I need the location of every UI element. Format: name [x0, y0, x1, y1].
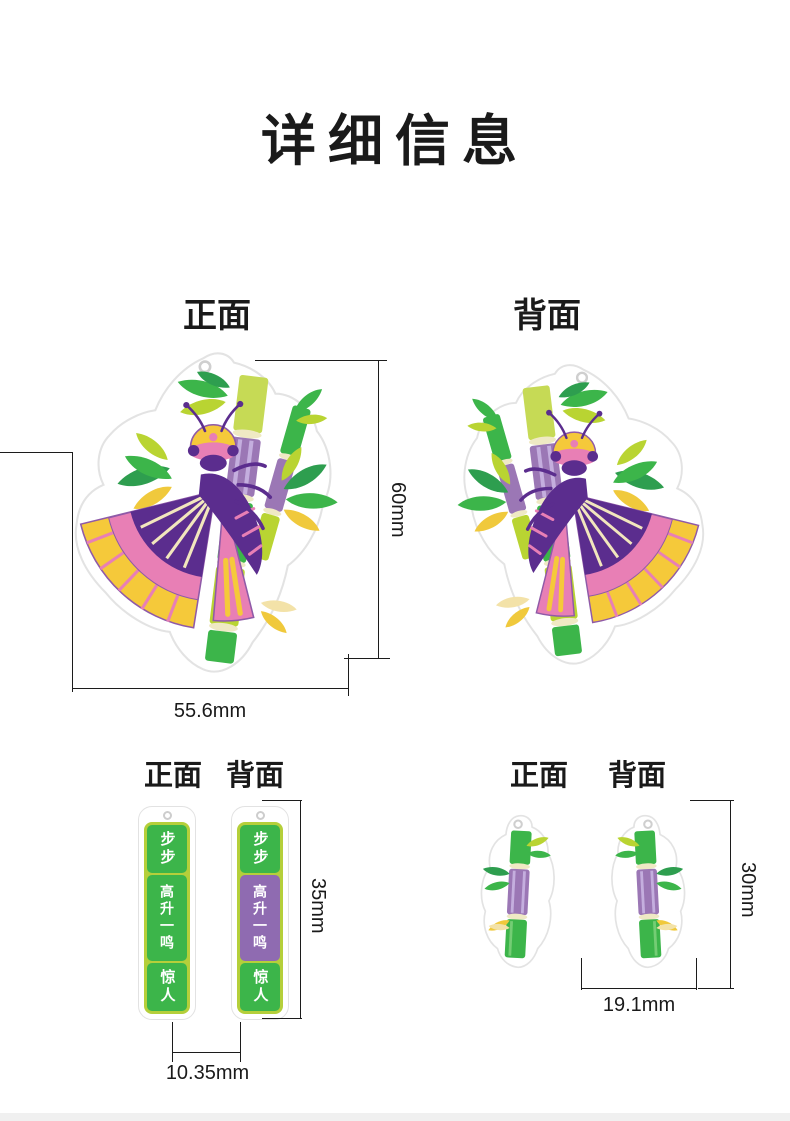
dimension-line [581, 958, 582, 990]
dimension-line [698, 988, 734, 989]
text-tag-back: 步步 高升一鸣 惊人 [231, 806, 289, 1020]
tag-width-dimension-label: 10.35mm [165, 1062, 250, 1084]
dimension-line [344, 658, 390, 659]
dimension-line [348, 654, 349, 696]
dimension-line [172, 1022, 173, 1062]
cicada-charm-back-illustration [446, 360, 718, 681]
page-title: 详细信息 [260, 110, 529, 172]
dimension-line [581, 988, 696, 989]
tag-segment: 惊人 [147, 963, 187, 1011]
hang-hole-icon [162, 811, 172, 820]
dimension-line [72, 452, 73, 692]
section-divider [0, 1113, 790, 1121]
tag-segment: 惊人 [240, 963, 280, 1011]
tag-frame: 步步 高升一鸣 惊人 [237, 822, 283, 1014]
bamboo-height-dimension-label: 30mm [737, 862, 759, 918]
height-dimension-label: 60mm [387, 482, 409, 538]
dimension-line [262, 1018, 302, 1019]
dimension-line [72, 688, 348, 689]
dimension-line [300, 800, 301, 1018]
tag-back-label: 背面 [226, 760, 285, 792]
bamboo-charm-back-illustration [604, 812, 690, 973]
main-front-label: 正面 [183, 297, 251, 335]
bamboo-back-label: 背面 [608, 760, 667, 792]
main-back-label: 背面 [513, 297, 581, 335]
tag-frame: 步步 高升一鸣 惊人 [144, 822, 190, 1014]
tag-segment: 步步 [240, 825, 280, 873]
dimension-line [262, 800, 302, 801]
text-tag-front: 步步 高升一鸣 惊人 [138, 806, 196, 1020]
dimension-line [696, 958, 697, 990]
dimension-line [255, 360, 387, 361]
bamboo-front-label: 正面 [510, 760, 569, 792]
dimension-line [730, 800, 731, 988]
tag-front-label: 正面 [144, 760, 203, 792]
tag-segment: 高升一鸣 [147, 875, 187, 961]
hang-hole-icon [255, 811, 265, 820]
bamboo-charm-front-illustration [476, 812, 562, 973]
width-dimension-label: 55.6mm [173, 700, 247, 722]
tag-height-dimension-label: 35mm [307, 878, 329, 934]
dimension-line [0, 452, 72, 453]
bamboo-width-dimension-label: 19.1mm [602, 994, 676, 1016]
dimension-line [690, 800, 734, 801]
cicada-charm-front-illustration [60, 348, 350, 690]
tag-segment: 高升一鸣 [240, 875, 280, 961]
dimension-line [378, 360, 379, 658]
dimension-line [240, 1022, 241, 1062]
tag-segment: 步步 [147, 825, 187, 873]
dimension-line [172, 1052, 240, 1053]
